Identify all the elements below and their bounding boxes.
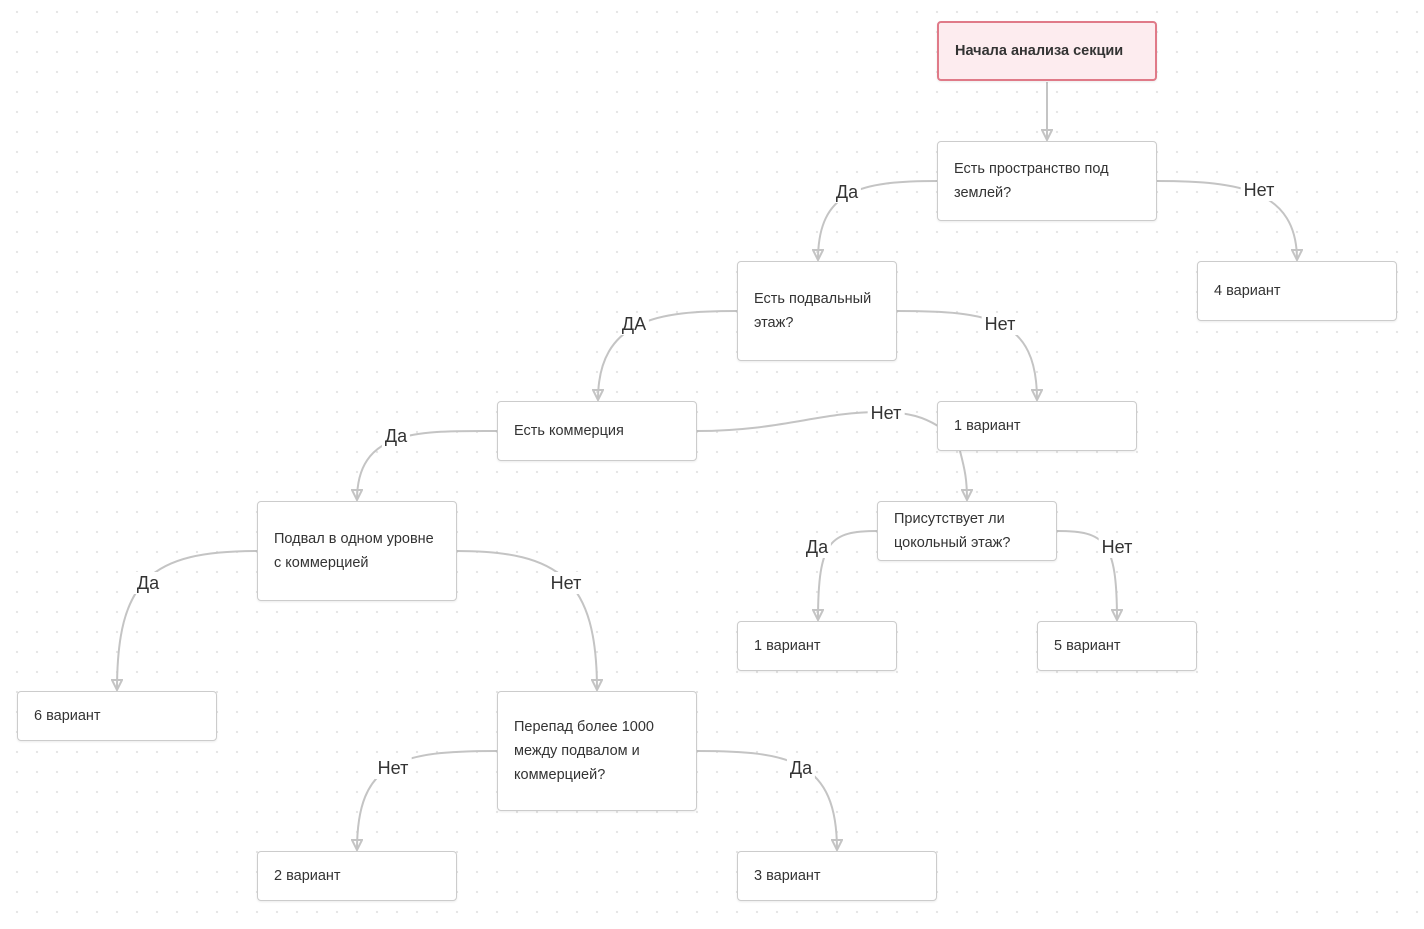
node-commerce[interactable]: Есть коммерция	[497, 401, 697, 461]
node-underground[interactable]: Есть пространство под землей?	[937, 141, 1157, 221]
node-commerce-text: Есть коммерция	[514, 423, 624, 439]
node-variant-4[interactable]: 4 вариант	[1197, 261, 1397, 321]
edge-label-height-yes: Да	[786, 757, 816, 779]
connector-commerce-no	[696, 410, 939, 432]
edge-label-same-level-yes: Да	[133, 572, 163, 594]
edge-label-basement-yes: ДА	[618, 313, 650, 335]
node-variant-3[interactable]: 3 вариант	[737, 851, 937, 901]
edge-label-basement-no: Нет	[981, 313, 1019, 335]
node-start[interactable]: Начала анализа секции	[937, 21, 1157, 81]
edge-label-commerce-yes: Да	[381, 425, 411, 447]
node-variant-6[interactable]: 6 вариант	[17, 691, 217, 741]
node-height-difference[interactable]: Перепад более 1000 между подвалом и комм…	[497, 691, 697, 811]
node-variant-1-b[interactable]: 1 вариант	[737, 621, 897, 671]
node-variant-1-a[interactable]: 1 вариант	[937, 401, 1137, 451]
node-underground-text: Есть пространство под землей?	[954, 161, 1109, 201]
node-variant-1-b-text: 1 вариант	[754, 638, 821, 654]
node-variant-5-text: 5 вариант	[1054, 638, 1121, 654]
edge-label-height-no: Нет	[374, 757, 412, 779]
node-plinth-floor-text: Присутствует ли цокольный этаж?	[894, 511, 1011, 551]
connector-height-yes	[696, 750, 837, 850]
edge-label-underground-yes: Да	[832, 181, 862, 203]
node-variant-6-text: 6 вариант	[34, 708, 101, 724]
node-variant-5[interactable]: 5 вариант	[1037, 621, 1197, 671]
edge-label-commerce-no: Нет	[867, 402, 905, 424]
node-height-difference-text: Перепад более 1000 между подвалом и комм…	[514, 719, 654, 783]
node-variant-4-text: 4 вариант	[1214, 283, 1281, 299]
node-basement-floor[interactable]: Есть подвальный этаж?	[737, 261, 897, 361]
node-variant-3-text: 3 вариант	[754, 868, 821, 884]
node-basement-floor-text: Есть подвальный этаж?	[754, 291, 872, 331]
edge-label-plinth-no: Нет	[1098, 536, 1136, 558]
node-variant-1-a-text: 1 вариант	[954, 418, 1021, 434]
node-variant-2-text: 2 вариант	[274, 868, 341, 884]
node-plinth-floor[interactable]: Присутствует ли цокольный этаж?	[877, 501, 1057, 561]
edge-label-underground-no: Нет	[1240, 179, 1278, 201]
node-start-text: Начала анализа секции	[955, 43, 1124, 59]
node-variant-2[interactable]: 2 вариант	[257, 851, 457, 901]
edge-label-plinth-yes: Да	[802, 536, 832, 558]
connector-commerce-yes	[357, 429, 498, 500]
edge-label-same-level-no: Нет	[547, 572, 585, 594]
node-basement-same-level-text: Подвал в одном уровне с коммерцией	[274, 531, 434, 571]
node-basement-same-level[interactable]: Подвал в одном уровне с коммерцией	[257, 501, 457, 601]
connector-variant1-plinth	[959, 450, 967, 500]
